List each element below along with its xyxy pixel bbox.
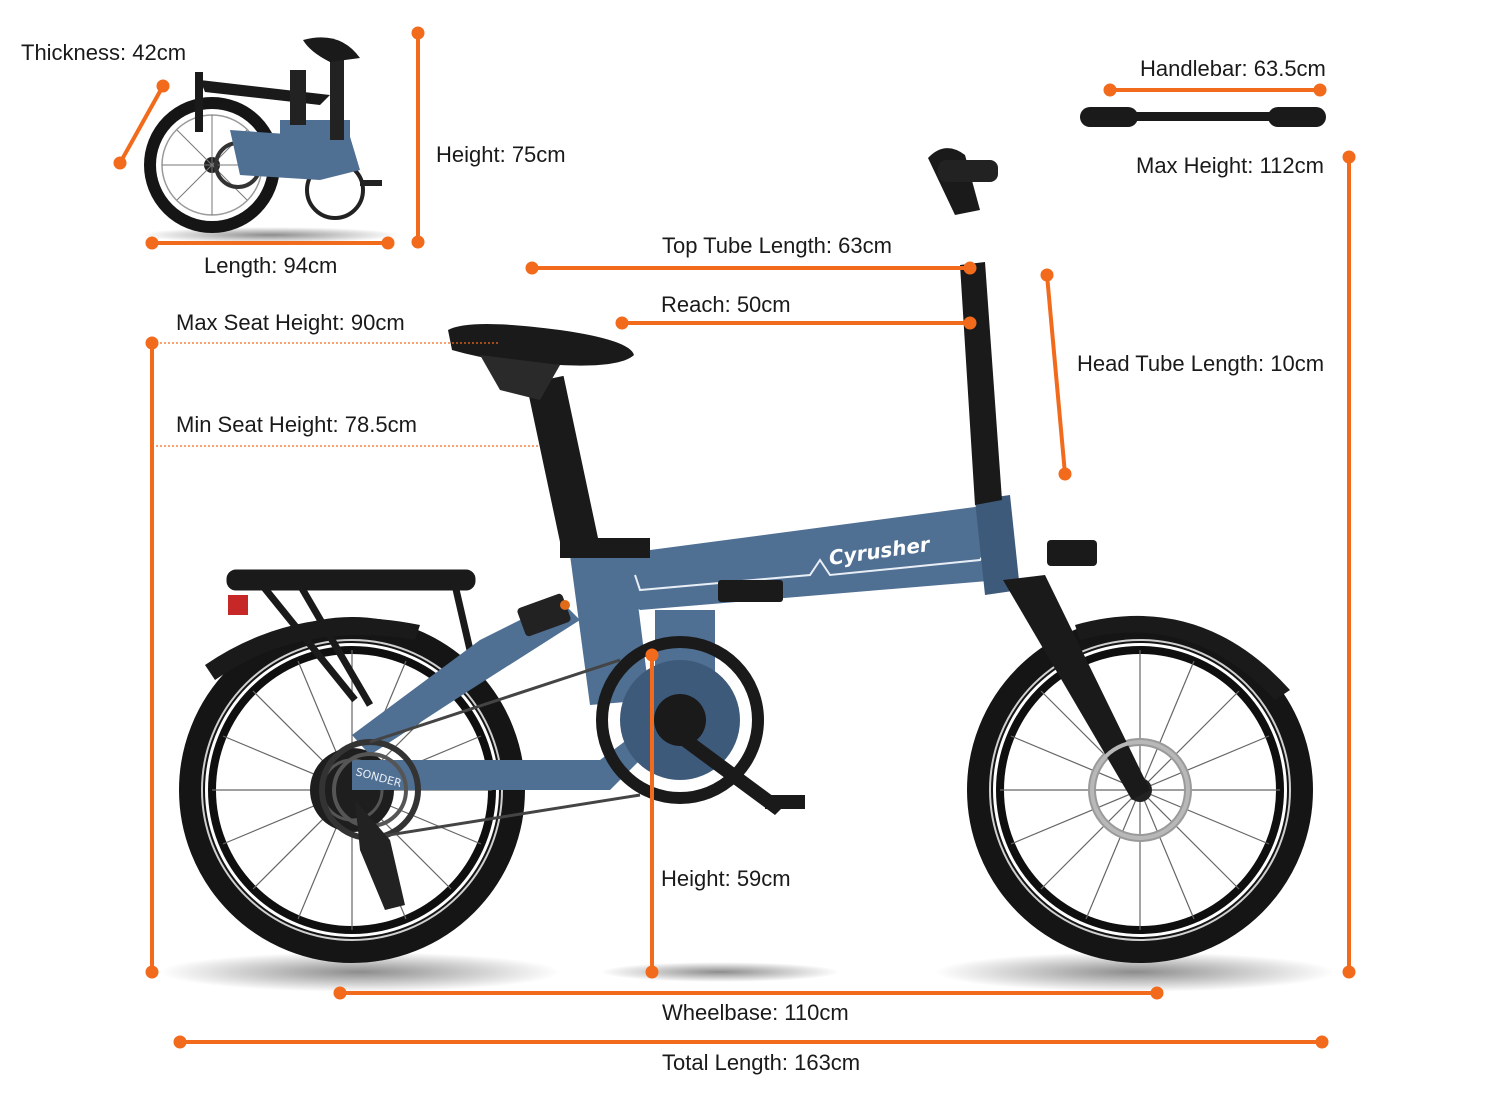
min-seat-height-label: Min Seat Height: 78.5cm xyxy=(176,412,417,437)
top-tube-label: Top Tube Length: 63cm xyxy=(662,233,892,258)
wheelbase-label: Wheelbase: 110cm xyxy=(662,1000,849,1025)
handlebar-label: Handlebar: 63.5cm xyxy=(1140,56,1326,81)
thickness-line xyxy=(118,84,165,165)
max-seat-height-label: Max Seat Height: 90cm xyxy=(176,310,405,335)
reach-label: Reach: 50cm xyxy=(661,292,791,317)
handlebar-icon xyxy=(1080,107,1326,127)
rear-rack xyxy=(226,569,476,707)
folded-length-label: Length: 94cm xyxy=(204,253,338,278)
thickness-label: Thickness: 42cm xyxy=(21,40,187,65)
folded-height-label: Height: 75cm xyxy=(436,142,566,167)
head-tube-label: Head Tube Length: 10cm xyxy=(1077,351,1325,376)
dimension-lines xyxy=(113,26,1356,1049)
total-length-label: Total Length: 163cm xyxy=(662,1050,861,1075)
max-height-label: Max Height: 112cm xyxy=(1136,153,1324,178)
bb-height-label: Height: 59cm xyxy=(661,866,791,891)
head-tube-line xyxy=(1045,273,1067,476)
folded-bike-icon xyxy=(140,37,400,243)
